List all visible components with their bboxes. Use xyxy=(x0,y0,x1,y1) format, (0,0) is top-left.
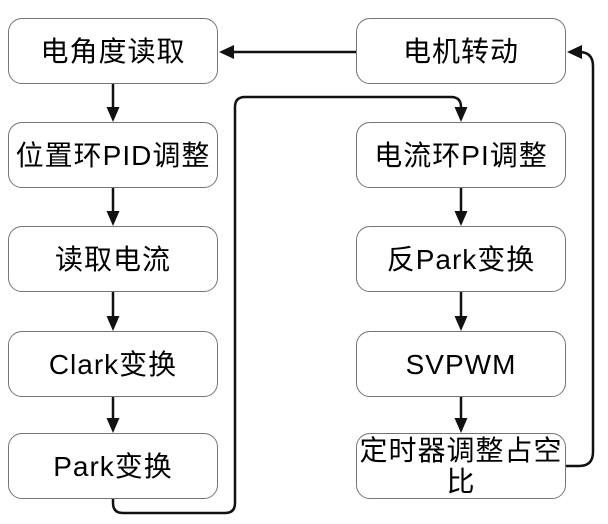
node-label: 反Park变换 xyxy=(386,243,536,275)
edge-park-to-currentpi xyxy=(111,95,468,515)
node-position-loop-pid: 位置环PID调整 xyxy=(8,122,218,188)
node-label: 电机转动 xyxy=(402,35,519,67)
node-motor-rotation: 电机转动 xyxy=(356,18,566,84)
arrowhead-down-icon xyxy=(454,418,468,433)
node-label: Park变换 xyxy=(53,450,173,482)
arrowhead-down-icon xyxy=(454,211,468,226)
arrowhead-left-icon xyxy=(219,45,234,59)
node-timer-duty-cycle: 定时器调整占空比 xyxy=(356,433,566,499)
arrowhead-down-icon xyxy=(106,211,120,226)
node-inverse-park-transform: 反Park变换 xyxy=(356,226,566,292)
node-label: 读取电流 xyxy=(54,243,171,275)
edge-angle-to-pid xyxy=(106,84,120,122)
node-label: SVPWM xyxy=(405,348,517,380)
node-current-loop-pi: 电流环PI调整 xyxy=(356,122,566,188)
edge-invpark-to-svpwm xyxy=(454,292,468,331)
edge-currentpi-to-invpark xyxy=(454,188,468,226)
arrowhead-down-icon xyxy=(106,316,120,331)
node-label: Clark变换 xyxy=(48,348,178,380)
node-read-electrical-angle: 电角度读取 xyxy=(8,18,218,84)
arrowhead-down-icon xyxy=(106,107,120,122)
edge-readcurrent-to-clark xyxy=(106,292,120,331)
node-clark-transform: Clark变换 xyxy=(8,331,218,397)
arrowhead-down-icon xyxy=(454,107,468,122)
node-label: 电流环PI调整 xyxy=(374,139,548,171)
arrowhead-down-icon xyxy=(454,316,468,331)
node-park-transform: Park变换 xyxy=(8,433,218,499)
arrowhead-left-icon xyxy=(567,45,582,59)
node-label: 位置环PID调整 xyxy=(15,139,211,171)
edge-svpwm-to-timer xyxy=(454,397,468,433)
edge-clark-to-park xyxy=(106,397,120,433)
node-read-current: 读取电流 xyxy=(8,226,218,292)
node-label: 定时器调整占空比 xyxy=(359,435,563,497)
node-label: 电角度读取 xyxy=(40,35,186,67)
arrowhead-down-icon xyxy=(106,418,120,433)
edge-timer-to-motor xyxy=(566,45,595,468)
node-svpwm: SVPWM xyxy=(356,331,566,397)
edge-pid-to-readcurrent xyxy=(106,188,120,226)
edge-motor-to-angle xyxy=(219,45,356,59)
